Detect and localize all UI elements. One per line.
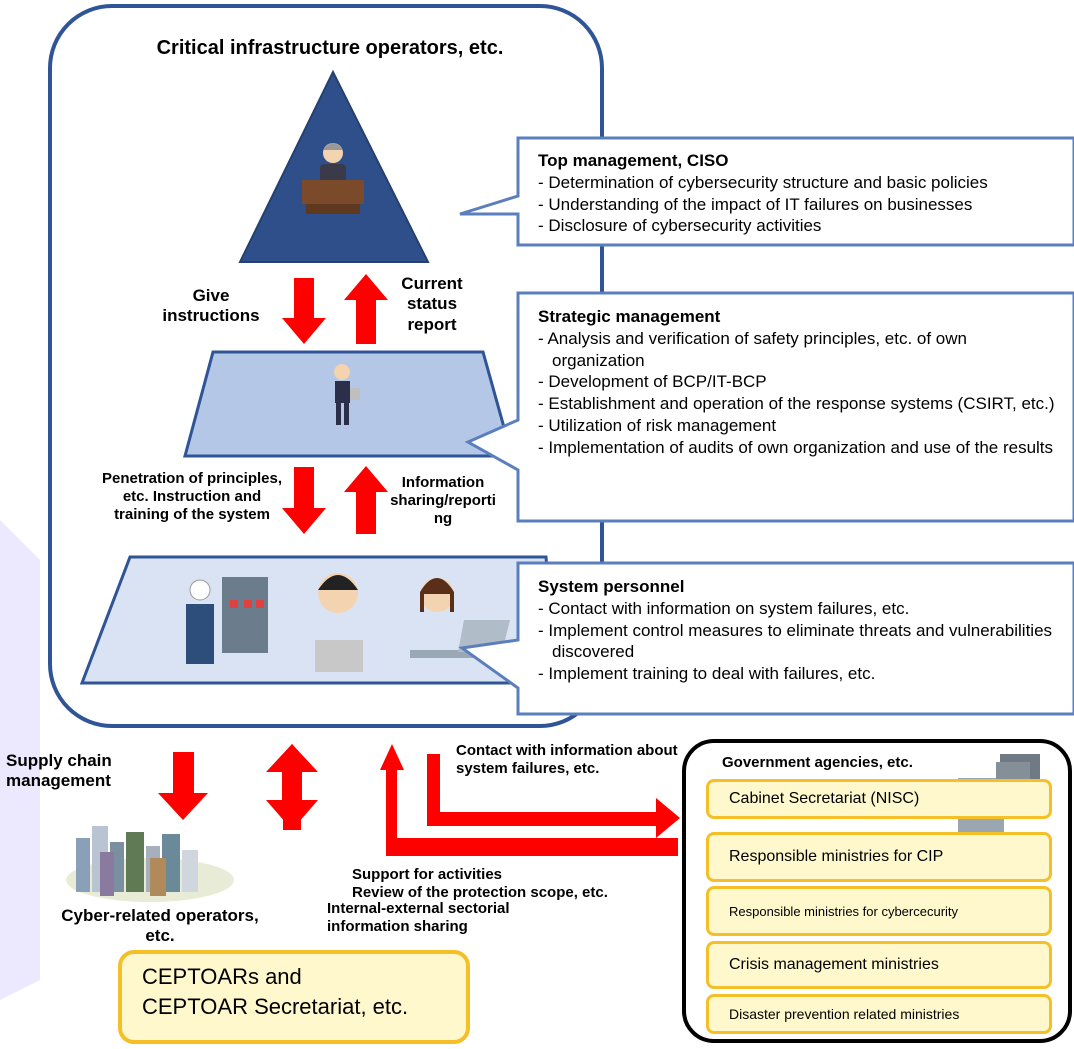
executive-icon <box>302 143 364 214</box>
strategic-management-callout: Strategic management Analysis and verifi… <box>538 306 1058 458</box>
status-report-arrow <box>344 274 388 344</box>
system-item: Contact with information on system failu… <box>538 598 1058 620</box>
status-report-label: Current status report <box>401 274 463 334</box>
strategic-item: Utilization of risk management <box>538 415 1058 437</box>
government-title: Government agencies, etc. <box>722 754 913 771</box>
support-activities-label: Support for activities Review of the pro… <box>352 866 682 902</box>
contact-failures-label: Contact with information about system fa… <box>456 742 678 777</box>
give-instructions-label: Give instructions <box>162 286 260 326</box>
gov-box-cip: Responsible ministries for CIP <box>706 832 1052 882</box>
strategic-item: Analysis and verification of safety prin… <box>538 328 1058 372</box>
system-personnel-callout: System personnel Contact with informatio… <box>538 576 1058 685</box>
buildings-icon <box>66 826 234 902</box>
top-item: Disclosure of cybersecurity activities <box>538 215 1058 237</box>
info-sharing-label: Information sharing/reporti ng <box>390 474 496 527</box>
supply-chain-arrow <box>158 752 208 820</box>
internal-external-label: Internal-external sectorial information … <box>327 900 607 936</box>
contact-failures-arrow <box>427 754 680 838</box>
strategic-item: Development of BCP/IT-BCP <box>538 371 1058 393</box>
operators-title: Critical infrastructure operators, etc. <box>156 37 504 59</box>
gov-box-label: Responsible ministries for cybercecurity <box>729 903 959 919</box>
top-item: Determination of cybersecurity structure… <box>538 172 1058 194</box>
top-management-heading: Top management, CISO <box>538 151 729 170</box>
strategic-management-heading: Strategic management <box>538 307 721 326</box>
system-personnel-heading: System personnel <box>538 577 685 596</box>
ceptoar-label: CEPTOARs and CEPTOAR Secretariat, etc. <box>142 962 462 1021</box>
double-arrow-head-down <box>266 800 318 830</box>
supply-chain-label: Supply chain management <box>6 751 112 791</box>
support-activities-line2: Review of the protection scope, etc. <box>352 884 608 901</box>
gov-box-label: Cabinet Secretariat (NISC) <box>729 790 920 807</box>
gov-box-cybersecurity: Responsible ministries for cybercecurity <box>706 886 1052 936</box>
cyber-operators-label: Cyber-related operators, etc. <box>61 906 259 946</box>
worker-icons <box>186 573 510 672</box>
top-management-callout: Top management, CISO Determination of cy… <box>538 150 1058 237</box>
ceptoar-line1: CEPTOARs and <box>142 964 302 989</box>
ceptoar-box <box>118 950 470 1044</box>
gov-box-label: Disaster prevention related ministries <box>729 1006 960 1022</box>
manager-icon <box>334 364 360 425</box>
strategic-item: Implementation of audits of own organiza… <box>538 437 1058 459</box>
gov-box-label: Responsible ministries for CIP <box>729 848 944 865</box>
gov-box-nisc: Cabinet Secretariat (NISC) <box>706 779 1052 819</box>
double-arrow-head-up <box>266 744 318 772</box>
penetration-arrow <box>282 467 326 534</box>
gov-box-crisis: Crisis management ministries <box>706 941 1052 989</box>
internal-external-line1: Internal-external sectorial <box>327 900 510 917</box>
support-activities-arrow <box>380 744 678 856</box>
system-item: Implement control measures to eliminate … <box>538 620 1058 664</box>
gov-box-label: Crisis management ministries <box>729 956 939 973</box>
support-activities-line1: Support for activities <box>352 866 503 883</box>
gov-box-disaster: Disaster prevention related ministries <box>706 994 1052 1034</box>
penetration-label: Penetration of principles, etc. Instruct… <box>101 470 283 523</box>
info-sharing-arrow <box>344 466 388 534</box>
give-instructions-arrow <box>282 278 326 344</box>
internal-external-line2: information sharing <box>327 918 468 935</box>
background-accent <box>0 520 40 1000</box>
system-item: Implement training to deal with failures… <box>538 663 1058 685</box>
top-item: Understanding of the impact of IT failur… <box>538 194 1058 216</box>
strategic-item: Establishment and operation of the respo… <box>538 393 1058 415</box>
ceptoar-line2: CEPTOAR Secretariat, etc. <box>142 993 409 1019</box>
